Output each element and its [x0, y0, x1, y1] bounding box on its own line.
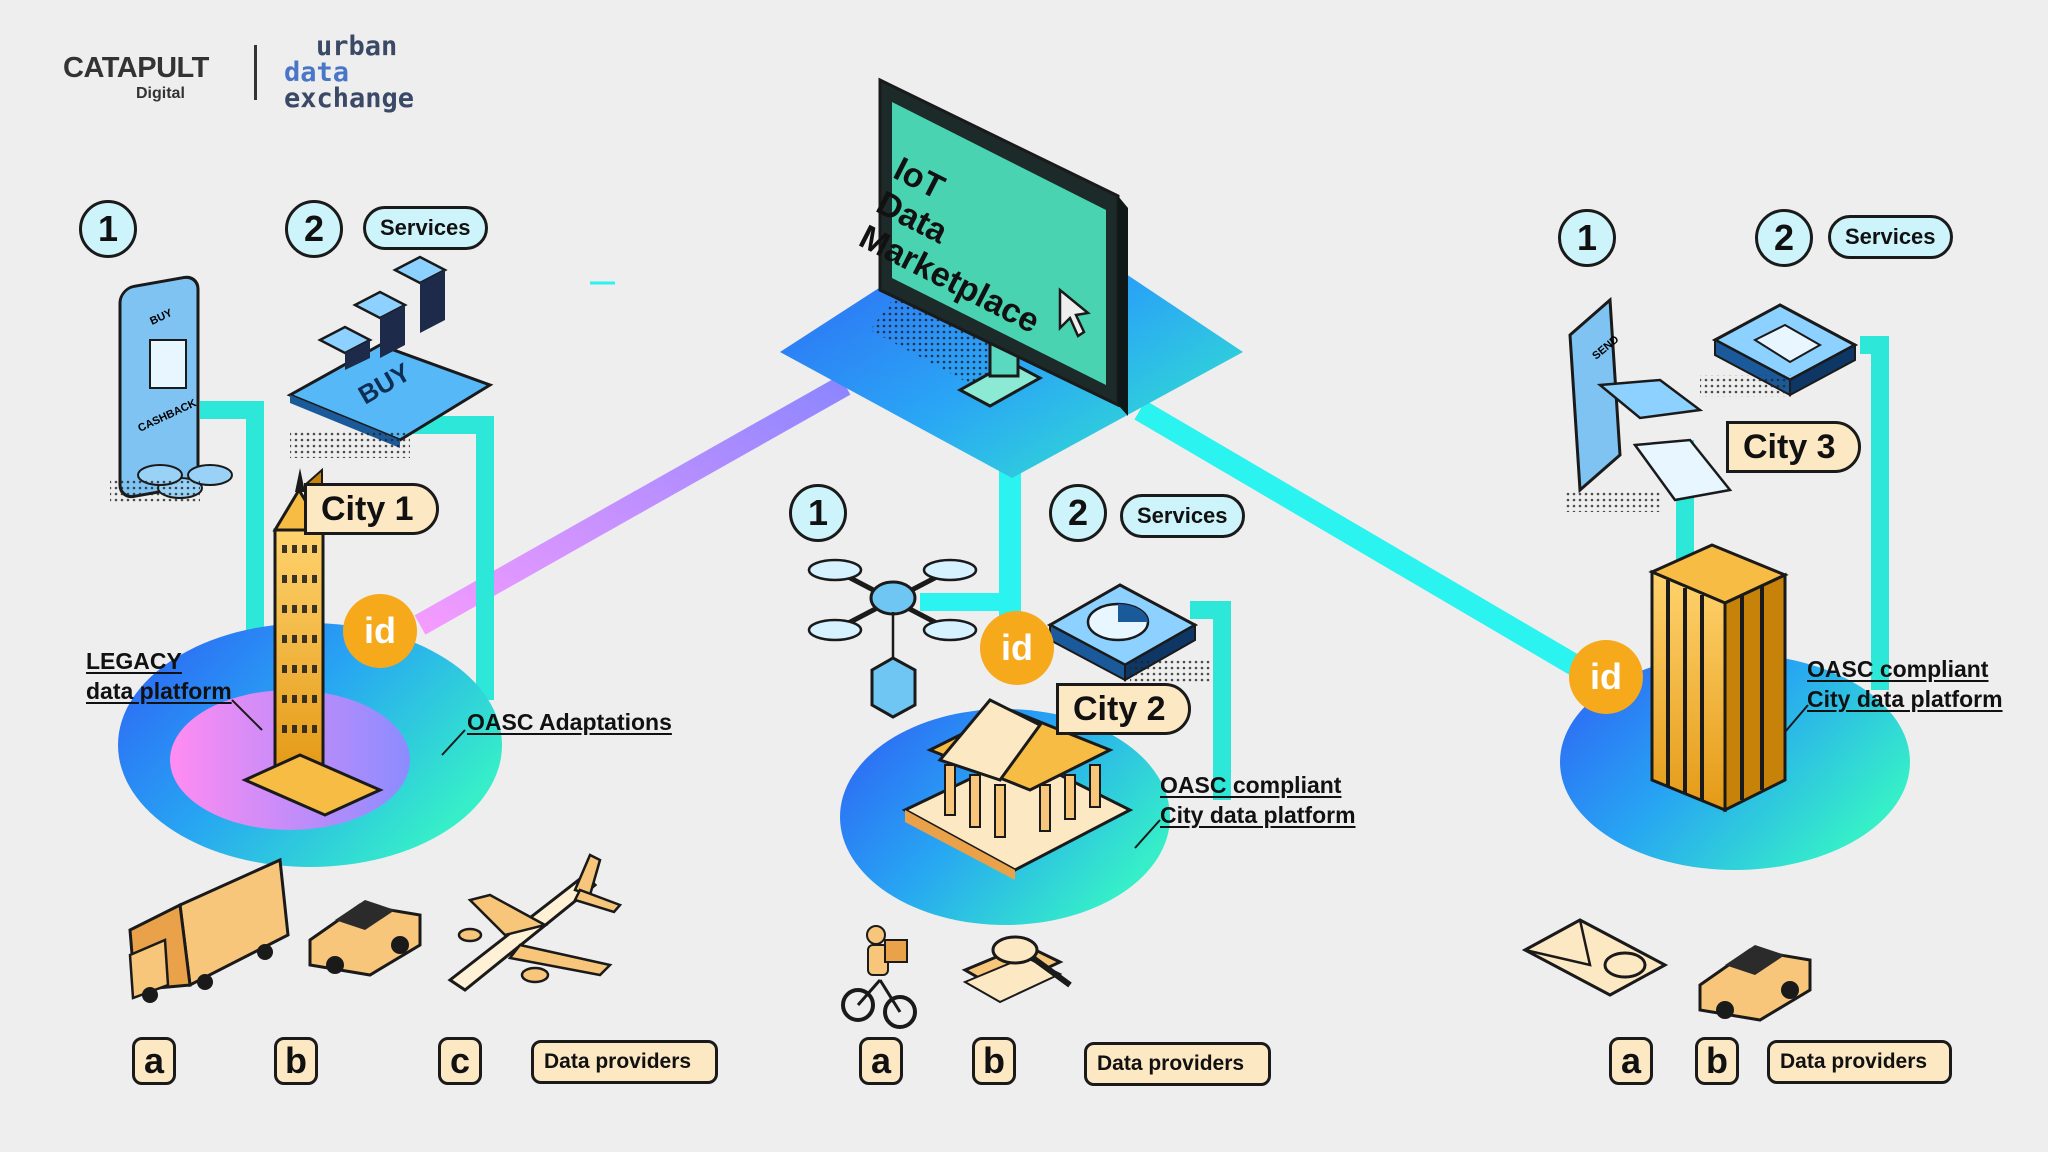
city1-provider-c: c [438, 1037, 482, 1085]
magnifier-documents-icon [961, 935, 1072, 1004]
city2-data-providers: Data providers [1084, 1042, 1271, 1086]
city3-step-1: 1 [1558, 209, 1616, 267]
city1-platform-label-line2: data platform [86, 678, 232, 704]
city2-step-1: 1 [789, 484, 847, 542]
catapult-logo-subtitle: Digital [136, 85, 185, 102]
city3-platform-label: OASC compliant City data platform [1807, 654, 2003, 714]
monitor-illustration [878, 77, 1128, 416]
city1-provider-b: b [274, 1037, 318, 1085]
city1-provider-a: a [132, 1037, 176, 1085]
city1-platform-label: LEGACY data platform [86, 646, 232, 706]
phone-buy-text: BUY [148, 307, 175, 328]
city3-phone [1565, 296, 1733, 512]
city1-step-1: 1 [79, 200, 137, 258]
city1-id-badge: id [347, 598, 413, 664]
phone-send-text: SEND [1590, 333, 1621, 362]
city2-building [901, 698, 1134, 880]
city3-provider-b: b [1695, 1037, 1739, 1085]
city2-platform-label-line1: OASC compliant [1160, 772, 1342, 798]
city2-services-pill: Services [1120, 494, 1245, 538]
urban-logo-line3: exchange [284, 83, 415, 114]
logo-divider [254, 45, 257, 100]
city1-step-2: 2 [285, 200, 343, 258]
phone-cashback-text: CASHBACK [136, 397, 198, 435]
city3-envelope-box [1700, 303, 1859, 397]
city1-data-providers: Data providers [531, 1040, 718, 1084]
envelope-magnifier-icon [1521, 918, 1669, 997]
city2-step-2: 2 [1049, 484, 1107, 542]
city1-tablet [286, 255, 494, 458]
airplane-icon [447, 853, 623, 992]
catapult-logo-text: CATAPULT [63, 52, 209, 84]
drone-icon [807, 558, 978, 719]
city3-platform-label-line1: OASC compliant [1807, 656, 1989, 682]
truck-icon [128, 857, 290, 1003]
city2-platform-label-line2: City data platform [1160, 802, 1356, 828]
city1-adaptation-label: OASC Adaptations [467, 709, 672, 735]
city3-services-pill: Services [1828, 215, 1953, 259]
city3-data-providers: Data providers [1767, 1040, 1952, 1084]
city3-platform-label-line2: City data platform [1807, 686, 2003, 712]
city3-tag: City 3 [1726, 421, 1861, 473]
city2-platform-label: OASC compliant City data platform [1160, 770, 1356, 830]
urban-logo-line2: data [284, 57, 350, 88]
leader-lines [231, 699, 1809, 849]
city2-tag: City 2 [1056, 683, 1191, 735]
city3-step-2: 2 [1755, 209, 1813, 267]
tablet-buy-text: BUY [353, 357, 416, 410]
city2-provider-b: b [972, 1037, 1016, 1085]
urban-logo-line1: urban [316, 31, 398, 62]
city3-provider-a: a [1609, 1037, 1653, 1085]
city2-provider-a: a [859, 1037, 903, 1085]
city3-id-badge: id [1573, 644, 1639, 710]
city1-tag: City 1 [304, 483, 439, 535]
cyclist-icon [841, 925, 917, 1029]
city1-platform-label-line1: LEGACY [86, 648, 182, 674]
city3-tower [1648, 543, 1789, 813]
car-icon [308, 900, 422, 977]
city2-chart-box [1046, 583, 1210, 684]
city1-phone [110, 275, 233, 502]
city2-id-badge: id [984, 615, 1050, 681]
car-icon-2 [1698, 945, 1812, 1022]
city1-services-pill: Services [363, 206, 488, 250]
